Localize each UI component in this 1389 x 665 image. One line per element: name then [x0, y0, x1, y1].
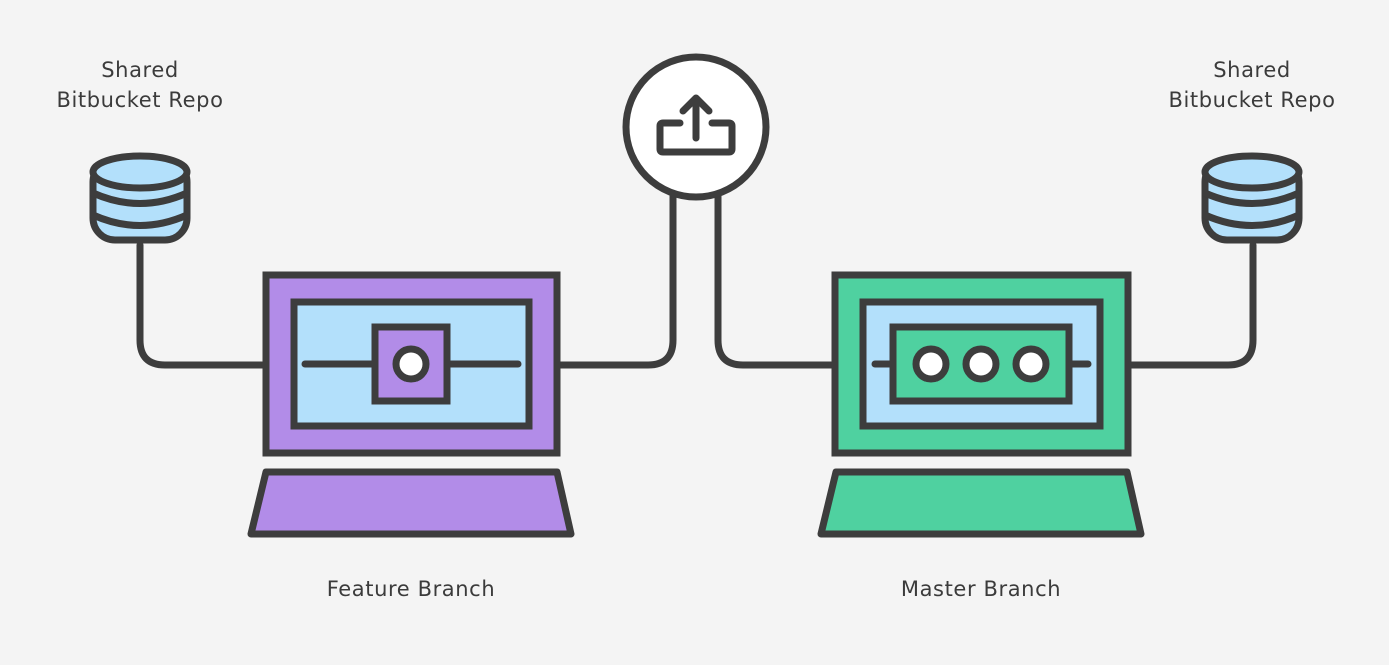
master-commit-node: [1012, 345, 1050, 383]
feature-computer: [247, 271, 575, 538]
left-repo-label: Shared Bitbucket Repo: [56, 58, 223, 112]
master-keyboard: [817, 468, 1145, 538]
database-icon: [1201, 152, 1303, 244]
connector-feature-to-push: [553, 192, 677, 369]
connector-left-repo-to-feature: [136, 241, 270, 369]
connector-push-to-master: [714, 192, 839, 369]
upload-icon: [656, 94, 736, 156]
feature-branch-label: Feature Branch: [327, 577, 496, 601]
master-computer: [817, 271, 1145, 538]
push-node: [622, 53, 770, 201]
right-repo-label-line2: Bitbucket Repo: [1168, 88, 1335, 112]
right-repo-label: Shared Bitbucket Repo: [1168, 58, 1335, 112]
left-repo-label-line1: Shared: [101, 58, 179, 82]
database-icon: [89, 152, 191, 244]
master-branch-label: Master Branch: [901, 577, 1061, 601]
left-repo-label-line2: Bitbucket Repo: [56, 88, 223, 112]
feature-commit-node: [392, 345, 430, 383]
master-commit-node: [962, 345, 1000, 383]
right-repo-label-line1: Shared: [1213, 58, 1291, 82]
feature-keyboard: [247, 468, 575, 538]
connector-master-to-right-repo: [1124, 241, 1257, 369]
master-commit-node: [912, 345, 950, 383]
